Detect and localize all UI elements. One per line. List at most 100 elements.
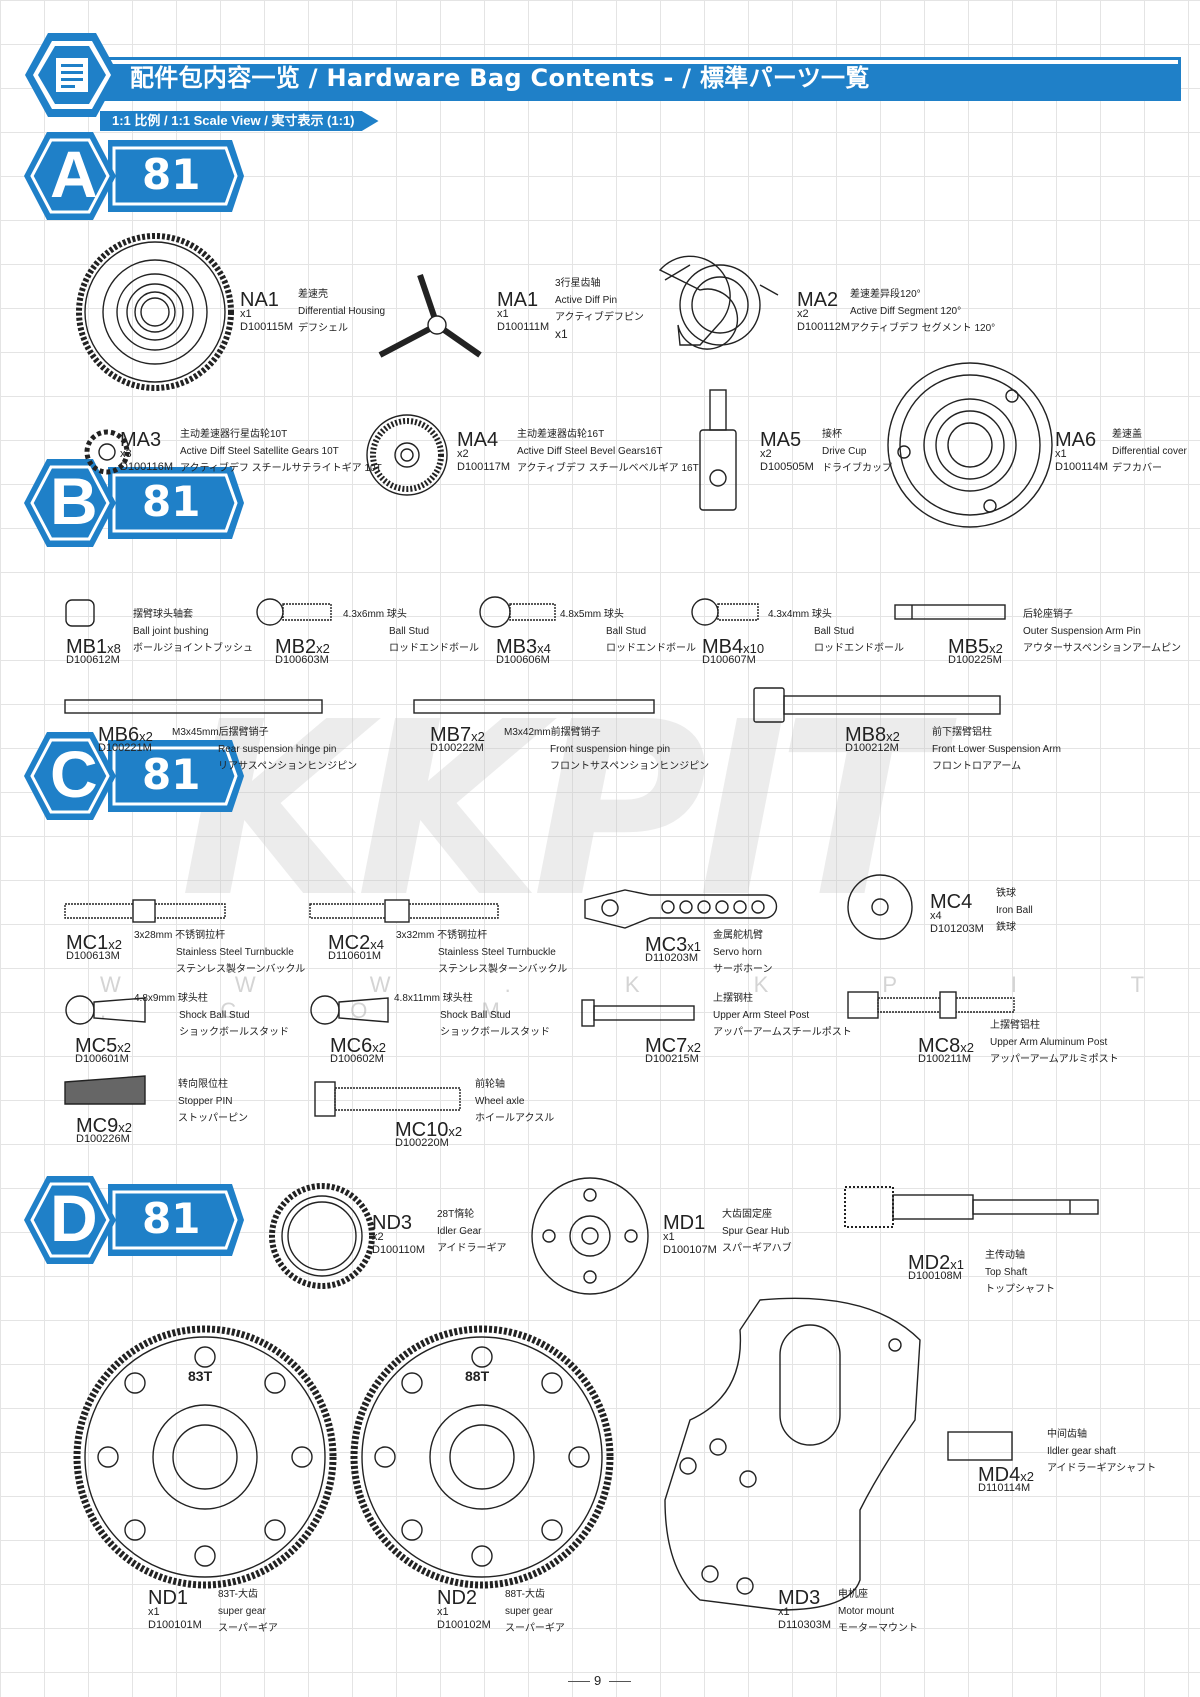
md3-part-number: D110303M (778, 1619, 831, 1631)
md3-drawing (664, 1297, 921, 1611)
mb5-part-number: D100225M (948, 654, 1002, 666)
mc9-part-number: D100226M (76, 1133, 130, 1145)
ma6-qty: x1 (1055, 448, 1067, 460)
nd2-code: ND2 (437, 1587, 478, 1609)
mc4-part-number: D101203M (930, 923, 984, 935)
mb6-code: MB6x2 (98, 724, 153, 746)
mb2-code: MB2x2 (275, 636, 330, 658)
md2-part-number: D100108M (908, 1270, 962, 1282)
mc2-drawing (309, 899, 499, 923)
section-c-letter: C (50, 737, 98, 811)
ma1-drawing (378, 274, 482, 358)
mc3-part-number: D110203M (645, 952, 698, 964)
mc5-part-number: D100601M (75, 1053, 129, 1065)
section-b-badge: B 81 (22, 455, 244, 551)
ma2-drawing (658, 255, 779, 350)
mc1-part-number: D100613M (66, 950, 120, 962)
ma3-code: MA3 (120, 429, 162, 451)
mc3-drawing (584, 889, 778, 929)
mb3-part-number: D100606M (496, 654, 550, 666)
document-icon (25, 33, 119, 117)
mb1-drawing (65, 599, 95, 627)
mb4-part-number: D100607M (702, 654, 756, 666)
mb2-part-number: D100603M (275, 654, 329, 666)
mc8-part-number: D100211M (918, 1053, 971, 1065)
section-d-bag: 81 (142, 1194, 201, 1243)
nd3-part-number: D100110M (372, 1244, 425, 1256)
ma2-description: 差速差异段120°Active Diff Segment 120°アクティブデフ… (850, 289, 996, 334)
ma3-part-number: D100116M (120, 461, 173, 473)
mb8-part-number: D100212M (845, 742, 899, 754)
md4-code: MD4x2 (978, 1464, 1034, 1486)
ma5-drawing (699, 389, 737, 511)
mc8-code: MC8x2 (918, 1035, 974, 1057)
nd1-teeth-label: 83T (188, 1368, 213, 1384)
ma1-code: MA1 (497, 289, 539, 311)
section-b-hexagon (24, 459, 244, 547)
section-c-hexagon (24, 732, 244, 820)
ma5-code: MA5 (760, 429, 802, 451)
ma1-part-number: D100111M (497, 321, 550, 333)
section-a-letter: A (50, 137, 98, 211)
mc2-part-number: D110601M (328, 950, 381, 962)
na1-drawing (76, 233, 234, 391)
brand-watermark: KKPIT (180, 670, 941, 950)
mb8-drawing (753, 687, 1001, 723)
mc10-part-number: D100220M (395, 1137, 449, 1149)
nd2-drawing (350, 1325, 614, 1589)
nd2-qty: x1 (437, 1606, 449, 1618)
na1-part-number: D100115M (240, 321, 293, 333)
section-d-letter: D (50, 1181, 98, 1255)
mc4-code: MC4 (930, 891, 973, 913)
ma6-code: MA6 (1055, 429, 1097, 451)
mb8-code: MB8x2 (845, 724, 900, 746)
md1-drawing (531, 1177, 649, 1295)
mc1-drawing (64, 899, 226, 923)
md2-drawing (844, 1186, 1099, 1228)
page-rule-right (609, 1681, 631, 1682)
mc9-drawing (64, 1075, 146, 1105)
nd1-qty: x1 (148, 1606, 160, 1618)
mb7-code: MB7x2 (430, 724, 485, 746)
nd1-drawing (73, 1325, 337, 1589)
md3-code: MD3 (778, 1587, 821, 1609)
mc3-code: MC3x1 (645, 934, 701, 956)
ma6-drawing (887, 362, 1053, 528)
na1-code: NA1 (240, 289, 279, 311)
section-d-hexagon (24, 1176, 244, 1264)
mc6-part-number: D100602M (330, 1053, 384, 1065)
mb2-drawing (256, 598, 332, 626)
mb4-drawing (691, 598, 759, 626)
mb6-drawing (64, 699, 323, 714)
nd1-code: ND1 (148, 1587, 189, 1609)
ma4-qty: x2 (457, 448, 469, 460)
ma2-qty: x2 (797, 308, 809, 320)
md1-part-number: D100107M (663, 1244, 717, 1256)
mb7-part-number: D100222M (430, 742, 484, 754)
ma4-code: MA4 (457, 429, 499, 451)
section-c-bag: 81 (142, 750, 201, 799)
ma5-qty: x2 (760, 448, 772, 460)
nd3-drawing (269, 1183, 375, 1289)
nd1-part-number: D100101M (148, 1619, 202, 1631)
ma4-part-number: D100117M (457, 461, 510, 473)
md3-qty: x1 (778, 1606, 790, 1618)
mc10-drawing (314, 1081, 461, 1117)
mc7-code: MC7x2 (645, 1035, 701, 1057)
nd3-code: ND3 (372, 1212, 413, 1234)
mc2-code: MC2x4 (328, 932, 384, 954)
mc9-code: MC9x2 (76, 1115, 132, 1137)
